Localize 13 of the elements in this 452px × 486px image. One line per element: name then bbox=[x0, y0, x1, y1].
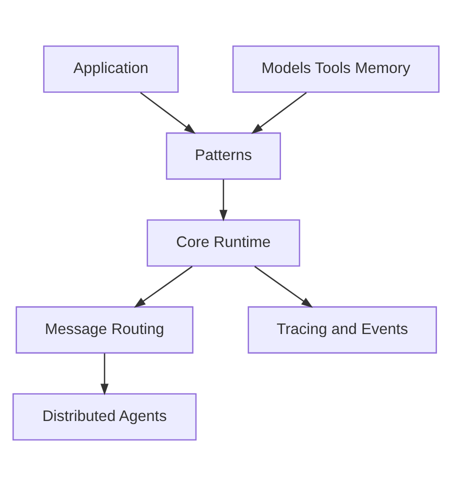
node-box: Distributed Agents bbox=[12, 393, 197, 441]
node-box: Application bbox=[43, 45, 179, 93]
arrow bbox=[251, 92, 307, 134]
arrow bbox=[140, 92, 196, 134]
arrow bbox=[254, 266, 313, 308]
node-box: Models Tools Memory bbox=[232, 45, 440, 93]
arrow bbox=[134, 266, 193, 308]
node-box: Core Runtime bbox=[146, 219, 300, 267]
node-box: Patterns bbox=[166, 132, 281, 180]
arrow bbox=[100, 353, 109, 396]
node-box: Message Routing bbox=[16, 306, 194, 354]
arrow bbox=[219, 180, 228, 222]
node-box: Tracing and Events bbox=[248, 306, 437, 354]
